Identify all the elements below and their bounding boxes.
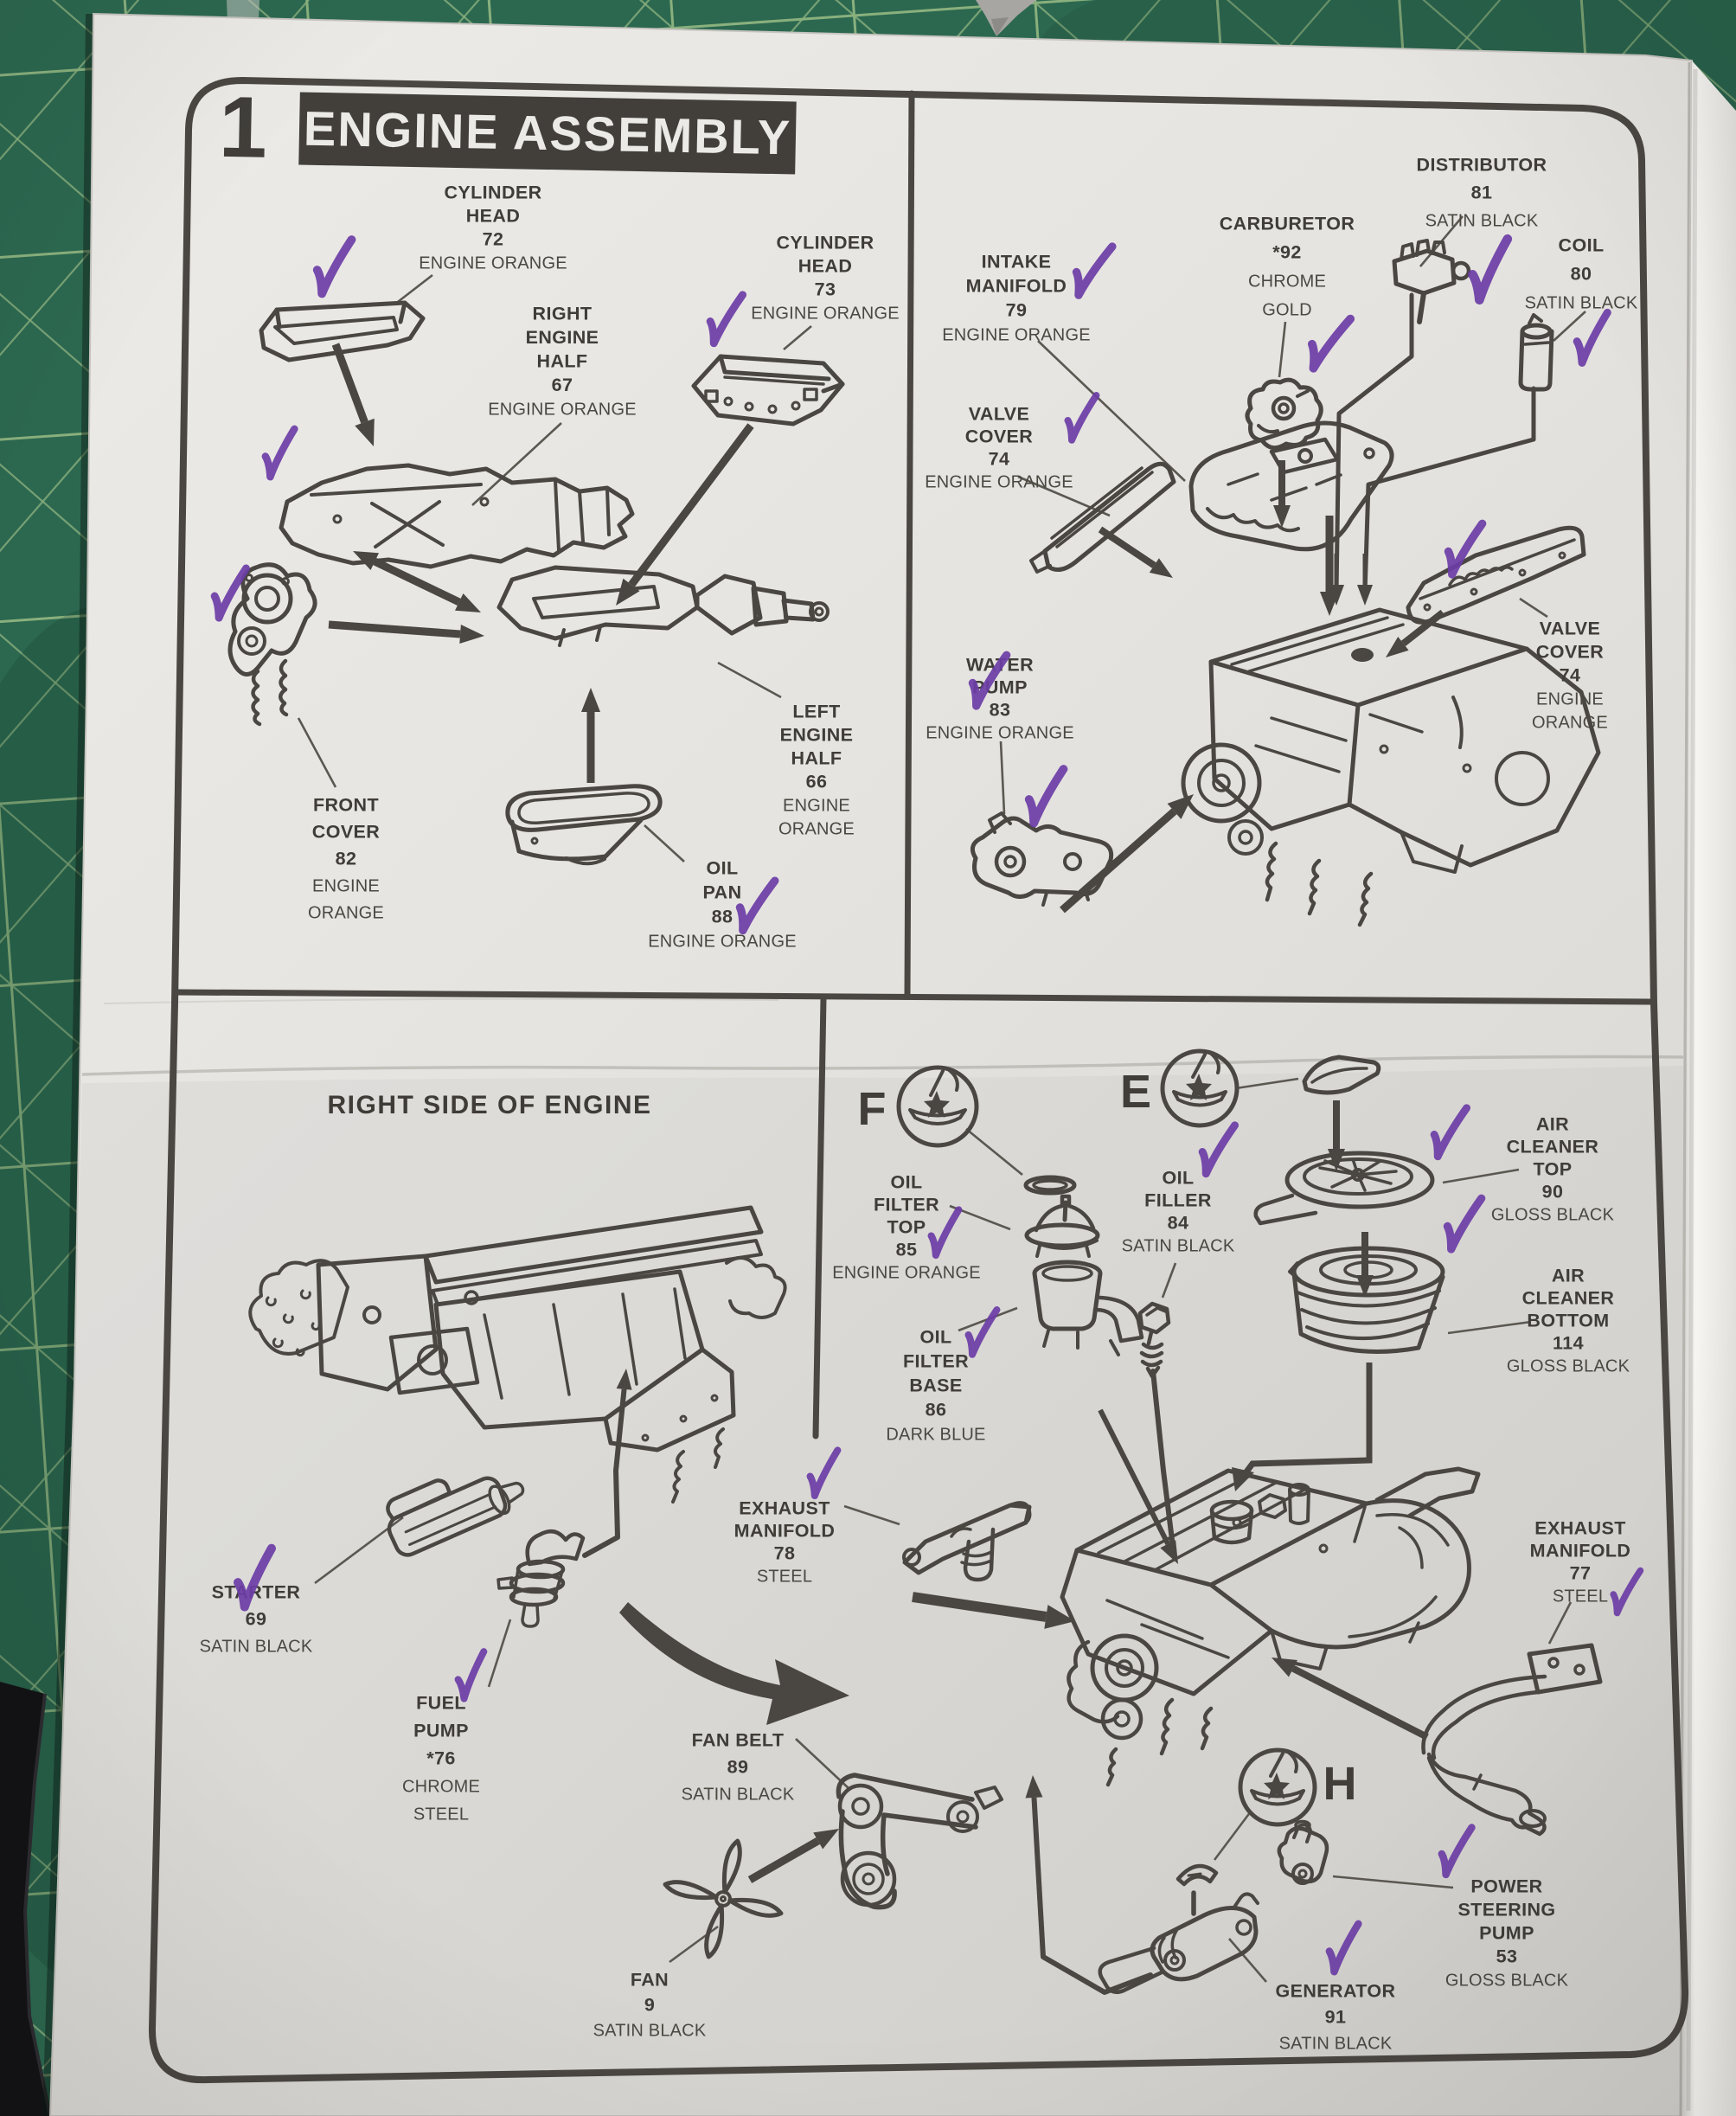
photo-of-instruction-sheet: 1 ENGINE ASSEMBLY RIGHT SIDE OF ENGINE [0, 0, 1736, 2116]
photo-vignette [0, 0, 1736, 2116]
scene-canvas: 1 ENGINE ASSEMBLY RIGHT SIDE OF ENGINE [0, 0, 1736, 2116]
